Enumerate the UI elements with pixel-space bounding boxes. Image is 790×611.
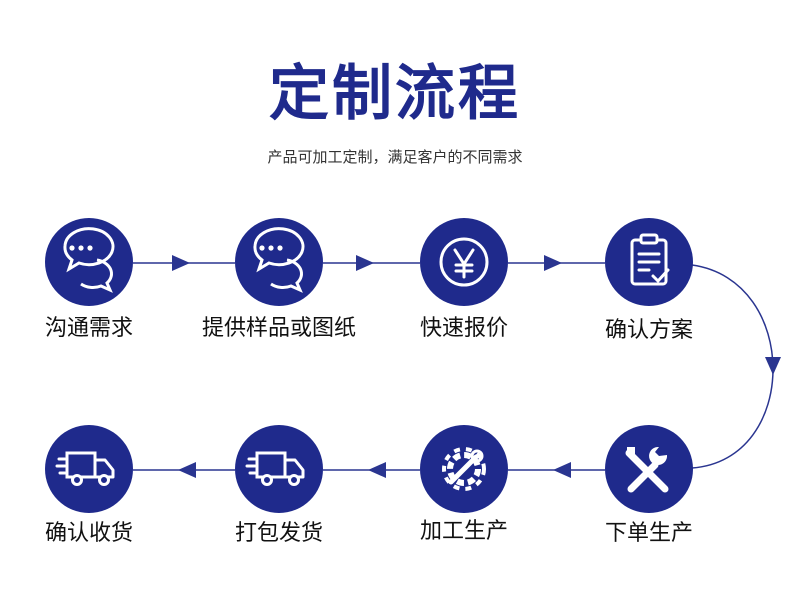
arrow-left-icon: [178, 462, 196, 478]
step-5-node: [605, 425, 693, 513]
step-7-node: [235, 425, 323, 513]
arrow-right-icon: [356, 255, 374, 271]
step-4-node: [605, 218, 693, 306]
arrow-left-icon: [368, 462, 386, 478]
step-4-label: 确认方案: [604, 318, 693, 343]
step-6-label: 加工生产: [419, 519, 508, 544]
step-6-node: [420, 425, 508, 513]
step-8-label: 确认收货: [44, 521, 133, 546]
step-2-node: [235, 218, 323, 306]
arrow-right-icon: [544, 255, 562, 271]
connector-4-5-curve: [691, 264, 774, 469]
arrow-down-icon: [765, 357, 781, 375]
connector-lines: [133, 255, 781, 478]
step-8-node: [45, 425, 133, 513]
page-title: 定制流程: [269, 59, 521, 129]
step-3-label: 快速报价: [419, 316, 508, 341]
step-2-label: 提供样品或图纸: [201, 316, 356, 341]
page-subtitle: 产品可加工定制，满足客户的不同需求: [267, 148, 523, 166]
step-7-label: 打包发货: [234, 521, 323, 546]
step-circles: [45, 218, 693, 513]
step-5-label: 下单生产: [604, 521, 693, 546]
step-1-label: 沟通需求: [44, 316, 133, 341]
arrow-left-icon: [553, 462, 571, 478]
step-3-node: [420, 218, 508, 306]
arrow-right-icon: [172, 255, 190, 271]
step-1-node: [45, 218, 133, 306]
